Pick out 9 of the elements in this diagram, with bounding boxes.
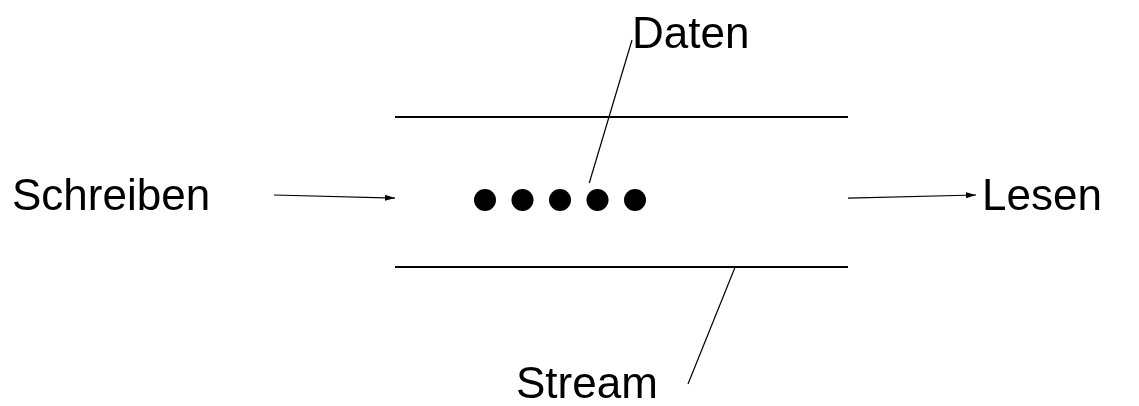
arrow [273,194,396,201]
arrow [847,192,977,199]
text-label: Lesen [982,170,1132,220]
leader-line [687,267,736,385]
leader-line [588,39,633,184]
text-label: Daten [632,8,777,58]
text-label: Schreiben [12,170,262,220]
text-label: Stream [516,358,688,406]
stream-pipe [395,116,848,268]
